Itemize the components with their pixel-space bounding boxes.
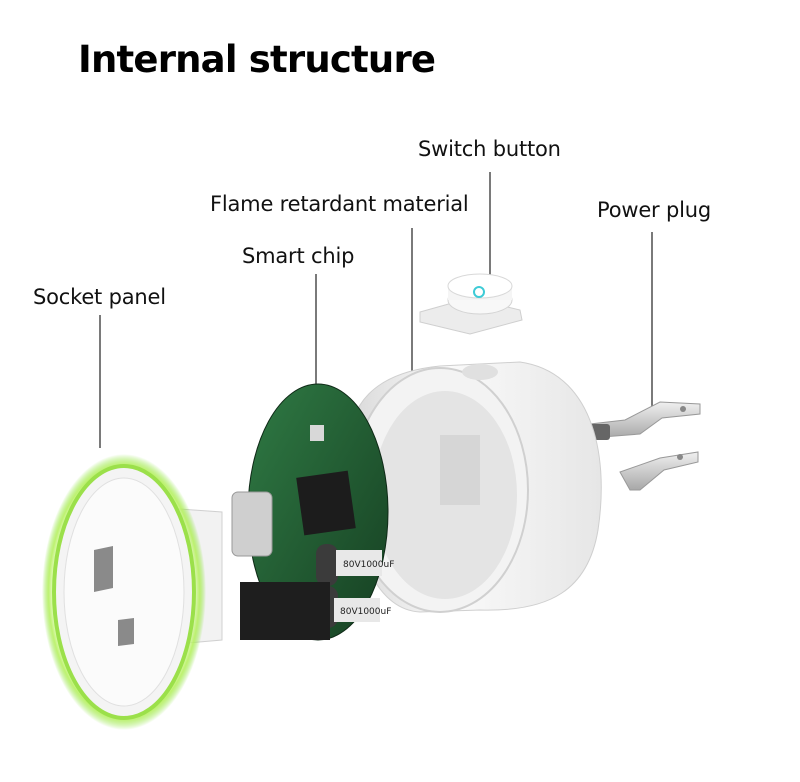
smart-chip-pcb: 80V1000uF 80V1000uF [231,383,394,641]
label-switch-button: Switch button [418,137,561,161]
power-plug-prongs [588,401,701,491]
capacitor-label-bottom: 80V1000uF [340,607,391,617]
label-flame-retardant: Flame retardant material [210,192,469,216]
diagram-title: Internal structure [78,38,436,81]
flame-retardant-housing [348,361,602,613]
label-socket-panel: Socket panel [33,285,166,309]
label-power-plug: Power plug [597,198,711,222]
switch-button-part [419,273,523,335]
capacitor-label-top: 80V1000uF [343,560,394,570]
relay-block [240,582,330,640]
socket-panel-part [42,454,223,730]
label-smart-chip: Smart chip [242,244,355,268]
